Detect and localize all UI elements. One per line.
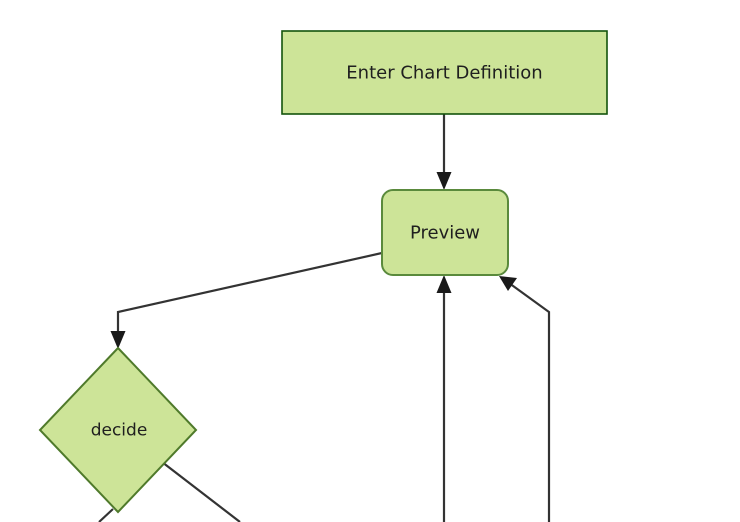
edge-return-right-to-preview	[499, 276, 551, 522]
node-shape-rectangle	[281, 30, 608, 115]
node-enter-chart-definition[interactable]: Enter Chart Definition	[281, 30, 608, 115]
arrowhead-icon	[436, 275, 452, 293]
edge-decide-branch-right	[161, 461, 241, 522]
node-label-decide: decide	[91, 421, 148, 441]
edge-return-center-to-preview	[436, 275, 452, 522]
arrowhead-icon	[436, 172, 452, 190]
edge-decide-branch-left	[98, 508, 114, 522]
edge-preview-to-decide	[110, 251, 383, 349]
arrowhead-icon	[499, 276, 517, 291]
node-label-preview: Preview	[410, 223, 480, 244]
node-shape-rounded-rectangle	[381, 189, 509, 276]
node-label-enter-chart-definition: Enter Chart Definition	[346, 63, 542, 84]
node-shape-diamond	[38, 346, 198, 514]
node-decide[interactable]: decide	[38, 346, 198, 514]
arrowhead-icon	[110, 331, 126, 349]
edge-enter-to-preview	[436, 114, 452, 190]
node-preview[interactable]: Preview	[381, 189, 509, 276]
